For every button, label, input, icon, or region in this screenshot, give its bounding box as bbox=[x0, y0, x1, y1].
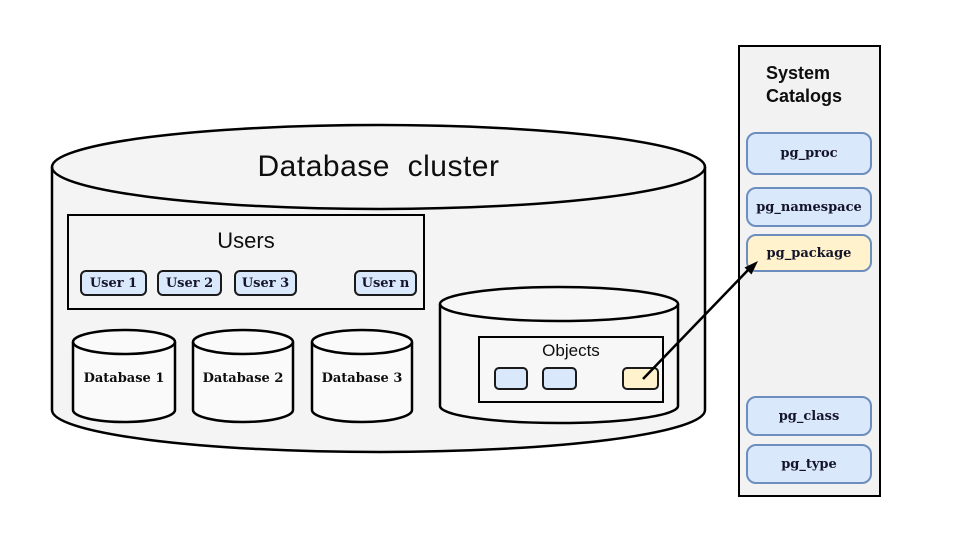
user-chip-1[interactable]: User 1 bbox=[80, 270, 147, 296]
system-catalogs-panel: System Catalogs pg_proc pg_namespace pg_… bbox=[738, 45, 881, 497]
catalog-chip-pg-package[interactable]: pg_package bbox=[746, 234, 872, 272]
cluster-title: Database cluster bbox=[257, 150, 500, 183]
objects-group-title: Objects bbox=[542, 341, 600, 360]
users-group-title: Users bbox=[217, 228, 275, 253]
catalog-chip-pg-proc[interactable]: pg_proc bbox=[746, 132, 872, 175]
catalog-chip-pg-namespace[interactable]: pg_namespace bbox=[746, 187, 872, 227]
database-label-1: Database 1 bbox=[83, 371, 165, 386]
database-cylinder-1 bbox=[71, 328, 177, 424]
database-cylinder-3 bbox=[310, 328, 414, 424]
user-chip-3[interactable]: User 3 bbox=[234, 270, 297, 296]
objects-group-box: Objects bbox=[478, 336, 664, 403]
database-label-3: Database 3 bbox=[321, 371, 403, 386]
database-label-2: Database 2 bbox=[202, 371, 284, 386]
user-chip-n[interactable]: User n bbox=[354, 270, 417, 296]
object-chip-1[interactable] bbox=[494, 367, 528, 390]
object-chip-2[interactable] bbox=[542, 367, 577, 390]
system-catalogs-title: System Catalogs bbox=[766, 63, 843, 106]
user-chip-2[interactable]: User 2 bbox=[157, 270, 222, 296]
catalog-chip-pg-type[interactable]: pg_type bbox=[746, 444, 872, 484]
users-group-box: Users User 1 User 2 User 3 User n bbox=[67, 214, 425, 310]
catalog-chip-pg-class[interactable]: pg_class bbox=[746, 396, 872, 436]
object-chip-highlight[interactable] bbox=[622, 367, 659, 390]
database-cylinder-2 bbox=[191, 328, 295, 424]
